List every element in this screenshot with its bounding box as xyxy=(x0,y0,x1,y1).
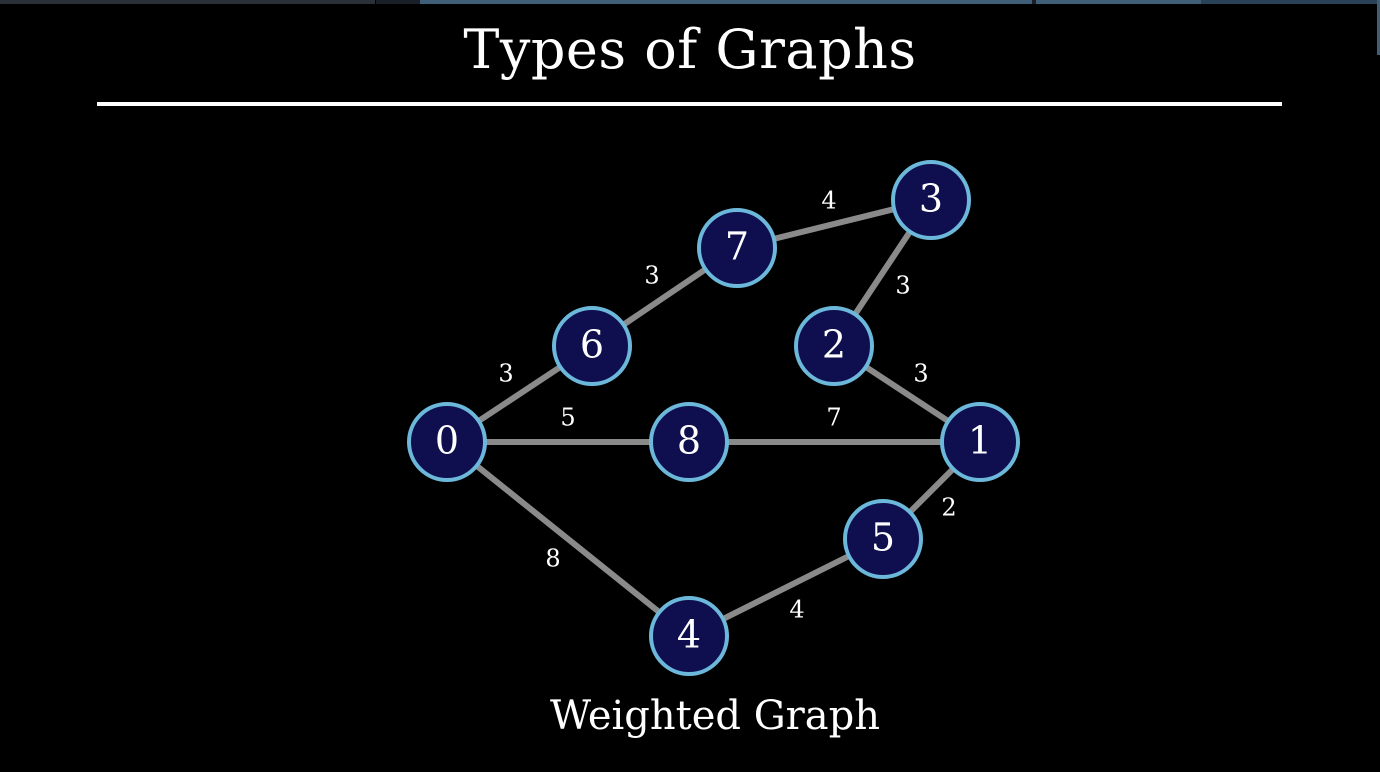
node-label: 7 xyxy=(725,225,749,269)
node-circle xyxy=(552,306,632,386)
node-circle xyxy=(649,402,729,482)
node-label: 6 xyxy=(580,323,604,367)
edge-weight-0-8: 5 xyxy=(560,404,575,432)
node-3: 3 xyxy=(891,160,971,240)
node-circle xyxy=(843,499,923,579)
node-label: 4 xyxy=(677,613,701,657)
node-2: 2 xyxy=(794,306,874,386)
edge-weight-7-3: 4 xyxy=(821,187,836,215)
node-0: 0 xyxy=(407,402,487,482)
edge-weight-2-1: 3 xyxy=(913,360,928,388)
window-top-bar xyxy=(0,0,1380,5)
node-circle xyxy=(649,596,729,676)
node-label: 2 xyxy=(822,323,846,367)
edge-weight-0-4: 8 xyxy=(545,545,560,573)
edge-weight-6-7: 3 xyxy=(644,262,659,290)
top-bar-segment xyxy=(376,0,420,4)
node-6: 6 xyxy=(552,306,632,386)
edge-0-4 xyxy=(445,439,691,639)
node-label: 5 xyxy=(871,516,895,560)
top-bar-segment xyxy=(1032,0,1036,4)
nodes-layer: 0 1 2 3 4 5 6 7 8 xyxy=(407,160,1020,676)
top-bar-segment xyxy=(420,0,1032,4)
edge-weight-5-1: 2 xyxy=(941,494,956,522)
node-label: 1 xyxy=(968,419,992,463)
top-bar-segment xyxy=(1036,0,1201,4)
node-label: 3 xyxy=(919,177,943,221)
diagram-caption: Weighted Graph xyxy=(549,693,881,739)
title-divider xyxy=(97,102,1282,106)
edge-weight-8-1: 7 xyxy=(826,404,841,432)
node-4: 4 xyxy=(649,596,729,676)
node-circle xyxy=(407,402,487,482)
node-1: 1 xyxy=(940,402,1020,482)
top-bar-segment xyxy=(0,0,375,4)
node-8: 8 xyxy=(649,402,729,482)
node-circle xyxy=(794,306,874,386)
node-5: 5 xyxy=(843,499,923,579)
edge-weight-3-2: 3 xyxy=(895,272,910,300)
node-circle xyxy=(940,402,1020,482)
scrollbar-edge xyxy=(1377,0,1380,55)
node-circle xyxy=(697,208,777,288)
node-circle xyxy=(891,160,971,240)
node-label: 0 xyxy=(435,419,459,463)
top-bar-segment xyxy=(1201,0,1380,4)
node-7: 7 xyxy=(697,208,777,288)
node-label: 8 xyxy=(677,419,701,463)
edge-weight-4-5: 4 xyxy=(789,596,804,624)
edge-weight-0-6: 3 xyxy=(498,360,513,388)
page-title: Types of Graphs xyxy=(463,18,917,81)
edge-weights-layer: 3 3 4 3 3 5 7 8 4 2 xyxy=(498,187,956,624)
